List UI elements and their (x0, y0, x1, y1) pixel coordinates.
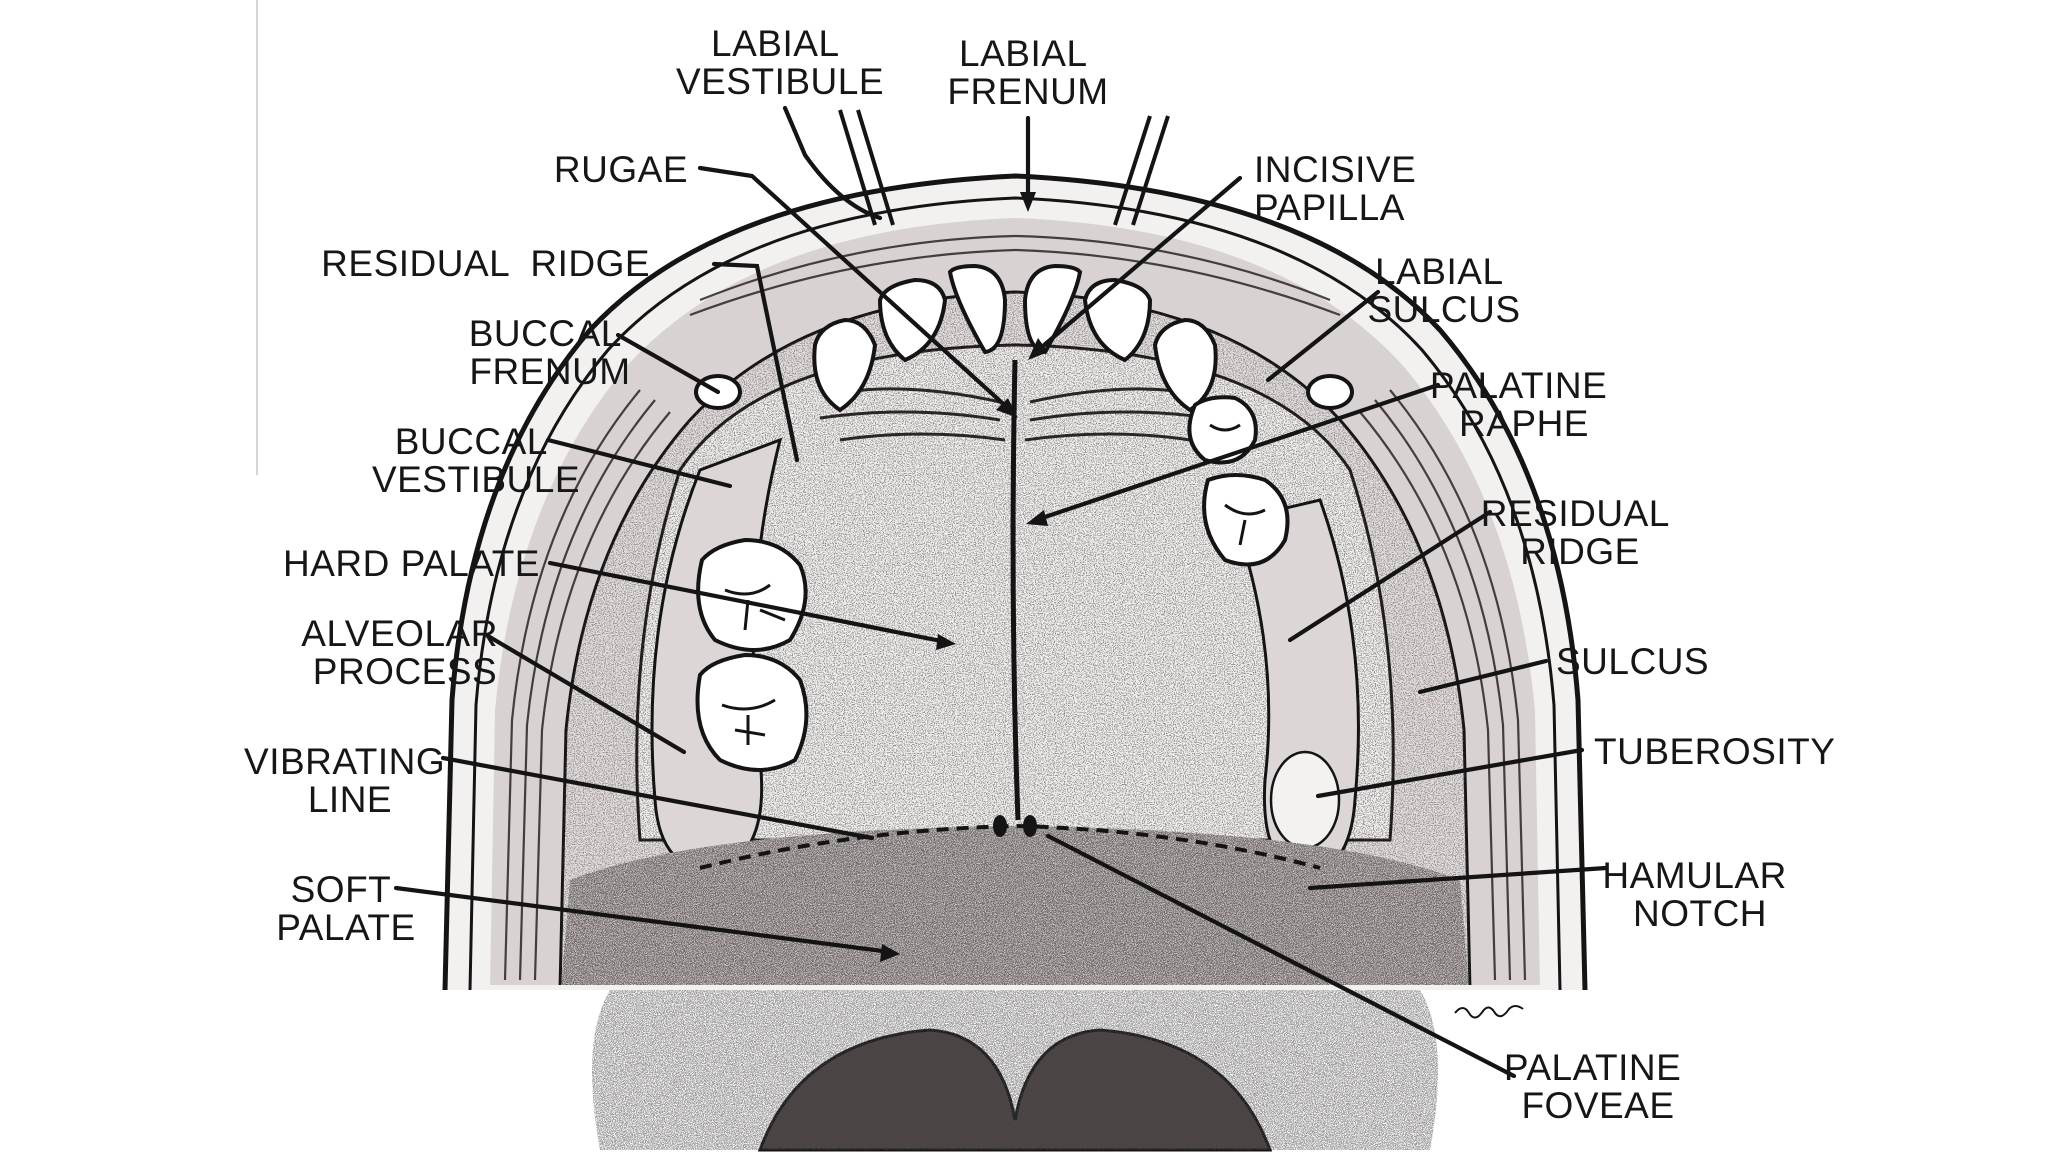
label-soft-palate: SOFT PALATE (276, 869, 415, 948)
palatine-raphe-line (1010, 359, 1021, 821)
anterior-teeth (695, 263, 1290, 772)
label-sulcus: SULCUS (1556, 641, 1709, 682)
tooth-lateral-incisor-right (1082, 277, 1153, 363)
leader-buccal-vestibule (545, 437, 733, 489)
label-labial-sulcus: LABIAL SULCUS (1367, 251, 1520, 330)
label-alveolar-process: ALVEOLAR PROCESS (301, 613, 508, 692)
label-hard-palate: HARD PALATE (283, 543, 540, 584)
tooth-canine-right (1152, 317, 1218, 413)
label-palatine-foveae: PALATINE FOVEAE (1504, 1047, 1692, 1126)
tooth-central-incisor-left (947, 263, 1008, 355)
leader-tuberosity (1315, 747, 1585, 799)
labels: LABIAL VESTIBULE LABIAL FRENUM RUGAE INC… (0, 0, 1835, 1126)
label-palatine-raphe: PALATINE RAPHE (1430, 365, 1618, 444)
inner-lip-arch (468, 196, 1562, 991)
fovea-left (993, 815, 1007, 837)
leader-rugae (697, 165, 1013, 413)
leader-alveolar-process (485, 633, 687, 755)
leader-lines (393, 105, 1609, 1079)
label-buccal-frenum: BUCCAL FRENUM (469, 313, 632, 392)
label-hamular-notch: HAMULAR NOTCH (1602, 855, 1797, 934)
label-vibrating-line: VIBRATING LINE (244, 741, 456, 820)
retractors (838, 109, 1170, 226)
mouth-illustration (442, 109, 1588, 1152)
buccal-frenum-nodule-right (1306, 374, 1354, 410)
label-labial-frenum: LABIAL FRENUM (947, 33, 1108, 112)
leader-hamular-notch (1307, 865, 1609, 891)
label-buccal-vestibule: BUCCAL VESTIBULE (372, 421, 580, 500)
label-labial-vestibule: LABIAL VESTIBULE (676, 23, 884, 102)
label-rugae: RUGAE (554, 149, 688, 190)
leader-labial-vestibule (782, 105, 883, 221)
leader-vibrating-line (440, 755, 875, 841)
molar-fissures (721, 423, 1266, 745)
leader-buccal-frenum (615, 332, 721, 395)
tuberosity-shape (1269, 750, 1341, 850)
leader-hard-palate (547, 560, 949, 645)
leader-labial-sulcus (1265, 289, 1381, 383)
leader-residual-ridge-left (711, 261, 800, 463)
fovea-right (1023, 815, 1037, 837)
artist-signature (1454, 1005, 1524, 1019)
leader-incisive-papilla (1033, 175, 1243, 355)
label-incisive-papilla: INCISIVE PAPILLA (1254, 149, 1427, 228)
label-residual-ridge-right: RESIDUAL RIDGE (1481, 493, 1679, 572)
label-tuberosity: TUBEROSITY (1594, 731, 1835, 772)
tooth-molar-left-2 (695, 652, 809, 772)
leader-soft-palate (393, 885, 893, 955)
leader-palatine-foveae (1045, 833, 1517, 1079)
tooth-premolar-right-2 (1202, 473, 1290, 567)
vestibule-hatching (503, 234, 1527, 981)
label-residual-ridge-left: RESIDUAL RIDGE (0, 0, 704, 284)
tooth-canine-left (812, 317, 878, 413)
leader-residual-ridge-right (1287, 509, 1493, 643)
leader-sulcus (1417, 658, 1549, 695)
leader-palatine-raphe (1033, 382, 1441, 523)
